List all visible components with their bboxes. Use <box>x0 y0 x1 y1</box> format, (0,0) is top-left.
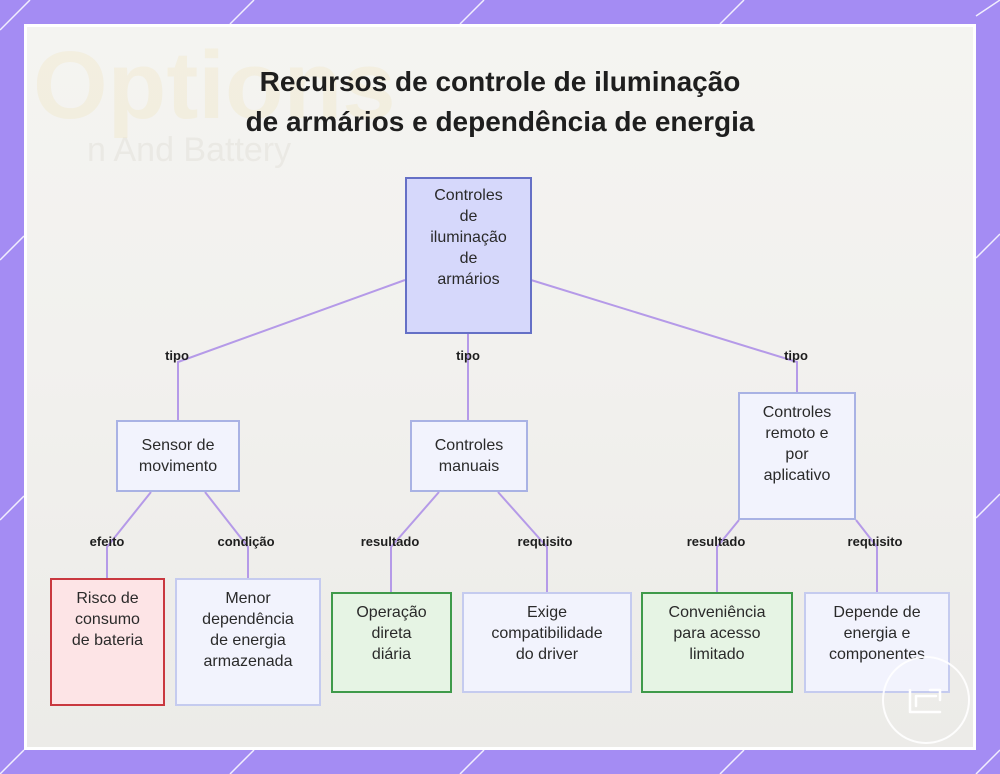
edge-label-resultado-manual: resultado <box>360 534 420 549</box>
node-operacao-line: Operação <box>356 604 427 621</box>
node-remote-line: Controles <box>762 404 832 421</box>
node-root-line: de <box>459 208 478 225</box>
node-depende-line: componentes <box>828 646 926 663</box>
node-manual-line: Controles <box>434 437 504 454</box>
node-conveniencia-line: para acesso <box>673 625 761 642</box>
node-risco-line: de bateria <box>71 632 144 649</box>
edge-manual-operacao <box>390 491 440 592</box>
background-ghost-title: Options <box>33 32 396 139</box>
node-risco-line: Risco de <box>76 590 139 607</box>
edge-label-requisito-manual: requisito <box>517 534 573 549</box>
edge-label-tipo-mid: tipo <box>456 348 480 363</box>
node-manual-line: manuais <box>438 458 500 475</box>
node-exige-line: Exige <box>526 604 568 621</box>
edge-sensor-menor <box>204 491 249 578</box>
edge-label-tipo-right: tipo <box>784 348 808 363</box>
node-exige-line: do driver <box>515 646 579 663</box>
background-ghost-subtitle: n And Battery <box>87 131 292 169</box>
edge-remote-depende <box>855 519 878 592</box>
node-sensor-line: Sensor de <box>141 437 215 454</box>
node-sensor-line: movimento <box>138 458 218 475</box>
node-root-line: Controles <box>434 187 503 204</box>
node-sensor: Sensor de movimento <box>116 420 240 492</box>
edge-root-remote <box>530 279 798 392</box>
node-menor: Menor dependência de energia armazenada <box>175 578 321 706</box>
node-remote-line: por <box>785 446 809 463</box>
edge-label-efeito: efeito <box>89 534 125 549</box>
node-menor-line: dependência <box>202 611 294 628</box>
node-remote-line: aplicativo <box>763 467 831 484</box>
node-conveniencia: Conveniência para acesso limitado <box>641 592 793 693</box>
node-root-line: armários <box>437 271 500 288</box>
edge-root-sensor <box>177 279 406 420</box>
title-line-2: de armários e dependência de energia <box>245 106 755 137</box>
brand-logo-icon <box>882 656 970 744</box>
node-operacao-line: diária <box>371 646 412 663</box>
brand-logo-glyph <box>908 688 942 714</box>
node-operacao-line: direta <box>371 625 412 642</box>
node-root-line: de <box>459 250 478 267</box>
node-operacao: Operação direta diária <box>331 592 452 693</box>
edge-label-condicao: condição <box>217 534 275 549</box>
node-root: Controles de iluminação de armários <box>405 177 532 334</box>
node-conveniencia-line: limitado <box>689 646 745 663</box>
edge-remote-conveniencia <box>716 519 740 592</box>
node-conveniencia-line: Conveniência <box>668 604 766 621</box>
diagram-title: Recursos de controle de iluminação de ar… <box>0 62 1000 142</box>
node-root-line: iluminação <box>430 229 507 246</box>
node-manual: Controles manuais <box>410 420 528 492</box>
node-risco-line: consumo <box>75 611 140 628</box>
node-exige-line: compatibilidade <box>491 625 603 642</box>
node-remote: Controles remoto e por aplicativo <box>738 392 856 520</box>
node-menor-line: de energia <box>210 632 286 649</box>
node-risco: Risco de consumo de bateria <box>50 578 165 706</box>
node-depende-line: energia e <box>843 625 911 642</box>
edge-label-resultado-remote: resultado <box>686 534 746 549</box>
edge-sensor-risco <box>106 491 152 578</box>
node-remote-line: remoto e <box>765 425 829 442</box>
edge-label-tipo-left: tipo <box>165 348 189 363</box>
title-line-1: Recursos de controle de iluminação <box>259 66 741 97</box>
node-depende-line: Depende de <box>833 604 921 621</box>
node-exige: Exige compatibilidade do driver <box>462 592 632 693</box>
edge-manual-exige <box>497 491 548 592</box>
node-menor-line: Menor <box>225 590 271 607</box>
node-menor-line: armazenada <box>203 653 293 670</box>
node-depende: Depende de energia e componentes <box>804 592 950 693</box>
edge-label-requisito-remote: requisito <box>847 534 903 549</box>
